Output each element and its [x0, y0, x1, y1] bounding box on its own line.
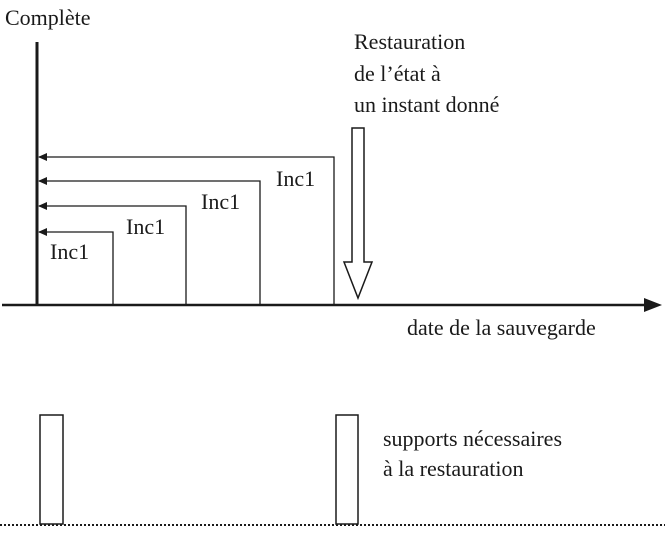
- media-label-line-2: à la restauration: [383, 456, 524, 481]
- restore-label-line-1: Restauration: [354, 29, 465, 54]
- restore-label-line-3: un instant donné: [354, 92, 499, 117]
- increment-3-arrow: [38, 177, 261, 305]
- restore-label: Restauration de l’état à un instant donn…: [354, 29, 499, 117]
- increment-2-arrow: [38, 202, 187, 305]
- increment-1-label: Inc1: [50, 239, 89, 264]
- increment-2-label: Inc1: [126, 214, 165, 239]
- restore-label-line-2: de l’état à: [354, 61, 441, 86]
- media-label: supports nécessaires à la restauration: [383, 426, 568, 481]
- media-last-increment: [335, 414, 359, 525]
- increment-4-arrow: [38, 153, 335, 305]
- media-full-backup: [39, 414, 64, 525]
- increment-4: Inc1: [38, 153, 335, 305]
- increment-1: Inc1: [38, 228, 114, 305]
- restore-point-arrow: [342, 127, 374, 301]
- increment-2: Inc1: [38, 202, 187, 305]
- increment-4-label: Inc1: [276, 166, 315, 191]
- increment-1-arrow: [38, 228, 114, 305]
- increment-3-label: Inc1: [201, 189, 240, 214]
- full-backup-label: Complète: [5, 5, 91, 30]
- media-label-line-1: supports nécessaires: [383, 426, 562, 451]
- time-axis-label: date de la sauvegarde: [407, 315, 596, 340]
- increment-3: Inc1: [38, 177, 261, 305]
- time-axis-arrowhead: [644, 298, 662, 312]
